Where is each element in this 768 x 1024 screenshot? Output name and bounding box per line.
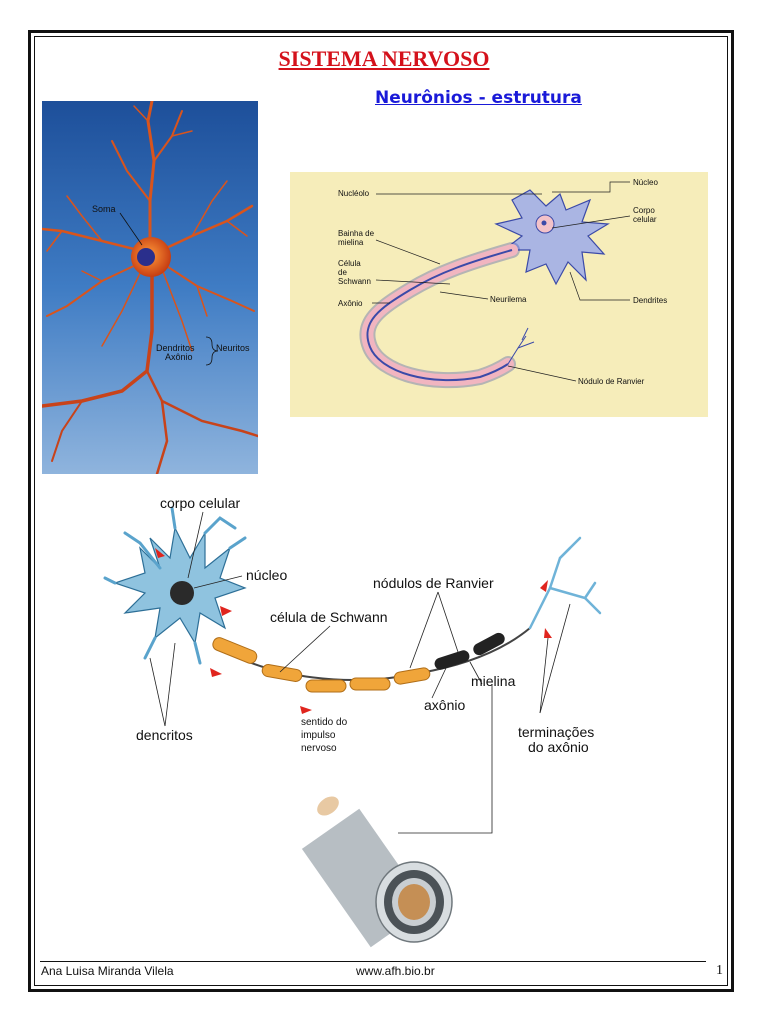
label-celula-3: Schwann	[338, 277, 371, 286]
label-axonio: Axônio	[338, 299, 363, 308]
label-celula-2: de	[338, 268, 347, 277]
label-term-1: terminações	[518, 724, 594, 740]
impulse-arrows	[155, 548, 552, 714]
label-dencritos: dencritos	[136, 727, 193, 743]
footer-author: Ana Luisa Miranda Vilela	[41, 964, 174, 978]
label-nodulo: Nódulo de Ranvier	[578, 377, 645, 386]
figure3-leader-lines	[149, 511, 571, 834]
label-term-2: do axônio	[528, 739, 589, 755]
label-sentido-1: sentido do	[301, 717, 348, 728]
label-soma: Soma	[92, 204, 116, 214]
label-nucleolo: Nucléolo	[338, 189, 370, 198]
nucleolus-shape	[541, 220, 547, 226]
figure2-background	[290, 172, 708, 417]
axon-core	[366, 249, 513, 382]
label-nodulos: nódulos de Ranvier	[373, 575, 494, 591]
label-neuritos: Neuritos	[216, 343, 250, 353]
label-corpo-2: celular	[633, 215, 657, 224]
nucleus-shape	[137, 248, 155, 266]
myelin-segments	[212, 637, 431, 693]
figure2-leader-lines	[372, 181, 631, 382]
label-dendritos: Dendritos	[156, 343, 195, 353]
footer-site[interactable]: www.afh.bio.br	[356, 964, 435, 978]
axon-terminals	[528, 536, 602, 630]
page-border-inner	[34, 36, 728, 986]
myelin-cross-section	[301, 796, 453, 948]
axon-terminals	[507, 327, 535, 365]
label-celula-1: Célula	[338, 259, 361, 268]
page-border-outer	[28, 30, 734, 992]
figure-neuron-diagram: Nucléolo Bainha de mielina Célula de Sch…	[290, 172, 708, 417]
label-mielina: mielina	[471, 673, 516, 689]
label-dendrites: Dendrites	[633, 296, 667, 305]
cell-body	[113, 526, 247, 645]
myelin-dark-segments	[434, 632, 505, 670]
dendrite-branches	[103, 506, 247, 665]
footer-page-number: 1	[716, 963, 723, 978]
label-axonio: axônio	[424, 697, 465, 713]
label-celula-schwann: célula de Schwann	[270, 609, 388, 625]
page-subtitle: Neurônios - estrutura	[375, 88, 582, 108]
figure3-labels: corpo celular núcleo nódulos de Ranvier …	[136, 495, 594, 755]
nucleus-shape	[170, 581, 194, 605]
label-neurilema: Neurilema	[490, 295, 527, 304]
label-bainha-1: Bainha de	[338, 229, 375, 238]
label-sentido-2: impulso	[301, 730, 336, 741]
neuron-branches	[42, 101, 258, 474]
label-corpo-celular: corpo celular	[160, 495, 240, 511]
figure2-labels: Nucléolo Bainha de mielina Célula de Sch…	[338, 178, 667, 386]
label-nucleo: núcleo	[246, 567, 287, 583]
footer-rule	[40, 961, 706, 962]
label-sentido-3: nervoso	[301, 743, 337, 754]
label-axonio: Axônio	[165, 352, 193, 362]
figure-neuron-impulse: corpo celular núcleo nódulos de Ranvier …	[103, 495, 602, 948]
label-corpo-1: Corpo	[633, 206, 655, 215]
page-title: SISTEMA NERVOSO	[278, 46, 490, 71]
figure1-background	[42, 101, 258, 474]
label-nucleo: Núcleo	[633, 178, 658, 187]
label-bainha-2: mielina	[338, 238, 364, 247]
figure-neuron-illustration: Soma Dendritos Axônio Neuritos	[42, 101, 258, 474]
cell-body	[494, 189, 610, 286]
